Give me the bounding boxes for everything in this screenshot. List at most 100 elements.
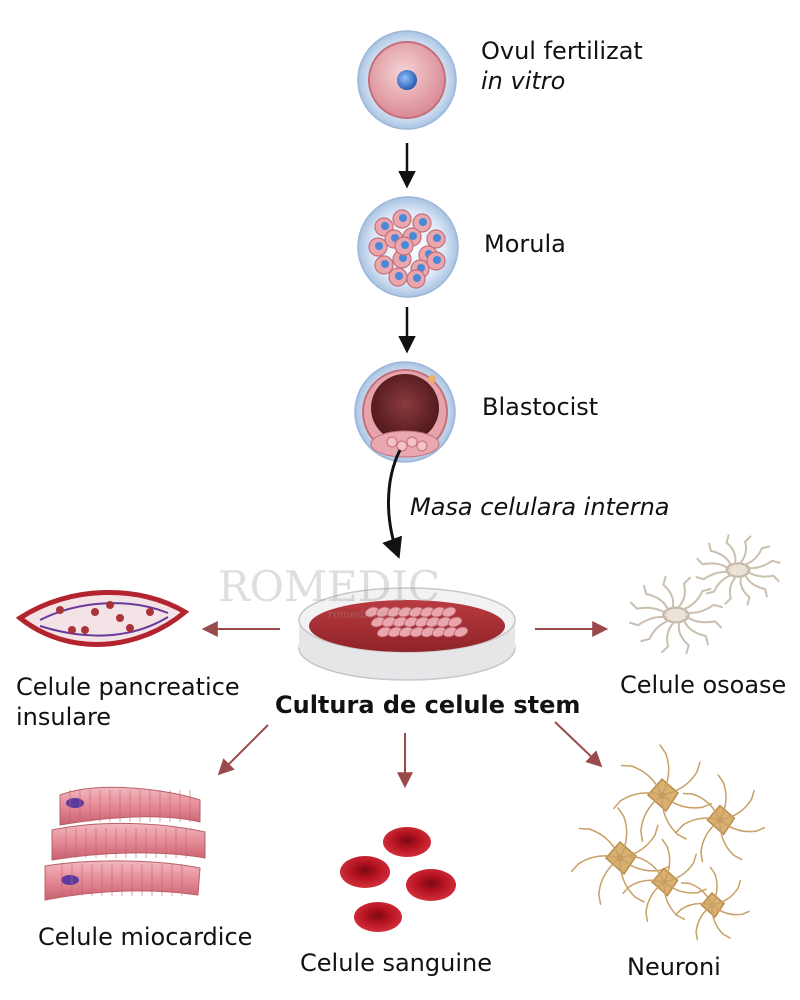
neuron-dendrite	[719, 819, 735, 856]
osteocyte-process	[684, 603, 715, 614]
pancreatic-nucleus	[81, 626, 89, 634]
neuron-branch	[737, 879, 742, 889]
neuron-dendrite	[680, 902, 713, 911]
neuron-branch	[682, 792, 694, 795]
osteocyte-process	[728, 575, 738, 600]
label-fertilized-egg-line2: in vitro	[481, 67, 566, 95]
neuron-branch	[741, 910, 750, 916]
fertilized-egg-icon	[357, 30, 457, 130]
pancreatic-nucleus	[56, 606, 64, 614]
neuron-dendrite	[598, 857, 621, 896]
neuron-dendrite	[630, 765, 663, 796]
neuron-branch	[732, 854, 743, 861]
osteocyte-process	[743, 547, 763, 567]
culture-dish-icon	[298, 587, 516, 681]
neuron-dendrite	[619, 834, 656, 859]
osteocyte-branch	[696, 557, 704, 566]
osteocyte-process	[648, 619, 671, 640]
neuron-branch	[578, 827, 591, 830]
pancreatic-nucleus	[68, 626, 76, 634]
neuron-dendrite	[711, 886, 740, 906]
osteocyte-branch	[760, 545, 771, 550]
neuron-branch	[700, 851, 704, 863]
label-pancreatic-line2: insulare	[16, 703, 112, 731]
neuron-branch	[755, 826, 766, 832]
osteocyte-process	[713, 573, 733, 593]
neuron-branch	[717, 774, 725, 784]
osteocyte-process	[702, 570, 730, 581]
neuron-dendrite	[695, 904, 713, 933]
neuron-dendrite	[661, 771, 698, 796]
morula-cell-nucleus	[395, 272, 403, 280]
neuron-branch	[640, 830, 644, 842]
neuron-dendrite	[619, 815, 628, 859]
osteocyte-branch	[629, 621, 640, 627]
neuron-dendrite	[688, 882, 713, 906]
osteocyte-process	[701, 562, 730, 570]
osteocyte-process	[739, 575, 751, 599]
pancreatic-nucleus	[116, 614, 124, 622]
osteocyte-branch	[662, 575, 667, 586]
osteocyte-branch	[682, 576, 691, 585]
osteocyte-branch	[708, 542, 712, 552]
osteocyte-branch	[701, 588, 712, 593]
neuron-branch	[676, 914, 686, 921]
neuron-dendrite	[711, 904, 725, 936]
osteocyte-process	[746, 559, 774, 570]
neuron-dendrite	[577, 855, 621, 865]
label-fertilized-egg: Ovul fertilizat in vitro	[481, 36, 643, 96]
arrow-blastocyst-to-culture	[382, 449, 403, 559]
osteocyte-process	[677, 620, 690, 647]
arrow-culture-to-neurons	[554, 721, 603, 768]
neuron-dendrite	[661, 794, 678, 835]
osteocyte-branch	[695, 576, 705, 581]
pancreatic-nucleus	[91, 608, 99, 616]
neurons-icon	[571, 744, 766, 941]
neuron-dendrite	[663, 881, 699, 894]
osteocyte-process	[685, 615, 717, 624]
osteocyte-branch	[685, 644, 690, 655]
label-myocardial-cells: Celule miocardice	[38, 923, 253, 951]
label-neurons: Neuroni	[627, 953, 721, 981]
neuron-dendrite	[719, 798, 753, 821]
osteocyte-branch	[744, 535, 752, 543]
morula-cell-nucleus	[413, 274, 421, 282]
neuron-dendrite	[681, 817, 721, 827]
osteocyte-process	[725, 541, 737, 565]
osteocyte-branch	[630, 601, 638, 610]
arrow-culture-to-myocardial	[217, 724, 269, 776]
label-inner-cell-mass: Masa celulara interna	[410, 493, 670, 521]
neuron-dendrite	[661, 794, 703, 809]
label-blastocyst: Blastocist	[482, 393, 599, 421]
neuron-dendrite	[719, 781, 727, 821]
label-bone-cells: Celule osoase	[620, 671, 787, 699]
osteocyte-branch	[764, 588, 768, 598]
osteocyte-process	[681, 590, 704, 611]
morula-cell-nucleus	[375, 242, 383, 250]
label-stem-cell-culture: Cultura de celule stem	[275, 691, 581, 719]
neuron-dendrite	[711, 872, 718, 906]
osteocyte-branch	[712, 603, 723, 609]
neuron-branch	[693, 853, 697, 864]
osteocyte-branch	[724, 597, 732, 605]
morula-cell-nucleus	[419, 218, 427, 226]
neuron-branch	[613, 800, 622, 810]
neuron-branch	[695, 931, 699, 941]
morula-cell-nucleus	[399, 214, 407, 222]
osteocyte-body	[725, 562, 751, 578]
neuron-branch	[722, 933, 731, 939]
osteocyte-branch	[771, 559, 781, 564]
watermark-url: romedic.ro	[328, 608, 389, 621]
neuron-branch	[675, 908, 682, 916]
neuron-dendrite	[663, 845, 671, 883]
osteocyte-process	[645, 592, 670, 612]
neuron-dendrite	[637, 856, 665, 883]
neuron-branch	[634, 896, 645, 903]
dish-cell	[441, 606, 457, 618]
neuron-branch	[617, 807, 625, 817]
morula-cell-nucleus	[433, 234, 441, 242]
neuron-dendrite	[711, 904, 743, 916]
osteocyte-branch	[640, 637, 651, 642]
osteocyte-process	[682, 618, 707, 638]
blastocyst-icon	[354, 361, 456, 463]
